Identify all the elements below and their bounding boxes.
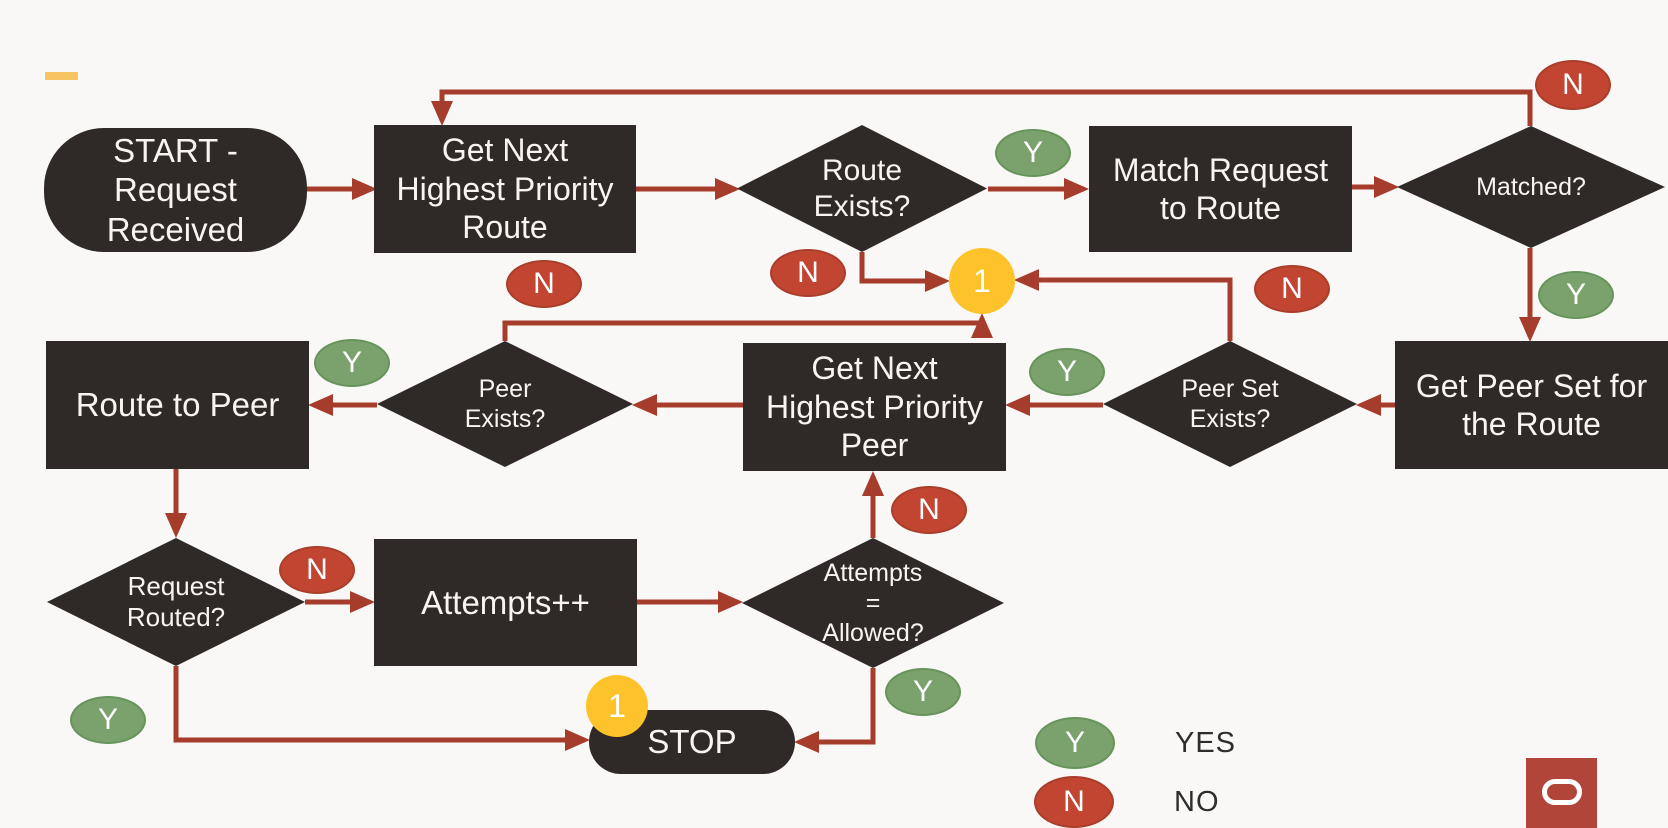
get-peer-set-process: Get Peer Set for the Route [1395,341,1668,469]
peer-set-no-to-connector [1014,269,1233,341]
legend-yes-label: YES [1175,726,1237,759]
matched-yes-badge: Y [1538,271,1614,319]
get-next-route-no-badge: N [506,260,582,308]
legend-yes-oval: Y [1035,717,1115,769]
route-to-peer-process: Route to Peer [46,341,309,469]
legend-no-oval: N [1034,776,1114,828]
legend-no-symbol: N [1063,785,1085,818]
attempts-allowed-no-badge: N [891,486,967,534]
accent-dash [45,72,78,80]
connector-1-top: 1 [949,248,1015,314]
peer-exists-no-to-connector [502,313,993,341]
oracle-logo [1526,758,1597,828]
edges-group [165,89,1542,754]
attempts-allowed-yes-badge: Y [885,668,961,716]
matched-no-badge: N [1535,60,1611,110]
request-routed-no-badge: N [279,546,355,594]
peer-set-no-badge: N [1254,265,1330,313]
request-routed-yes-badge: Y [70,696,146,744]
peer-set-yes-badge: Y [1029,348,1105,396]
legend-row-no: N NO [1034,776,1220,828]
connector-1-stop: 1 [586,675,648,737]
get-next-route-process: Get Next Highest Priority Route [374,125,636,253]
allowed-yes-to-stop [794,668,876,754]
legend-row-yes: Y YES [1035,717,1236,769]
attempts-increment-process: Attempts++ [374,539,637,666]
route-exists-no-badge: N [770,249,846,297]
match-request-process: Match Request to Route [1089,126,1352,252]
legend-yes-symbol: Y [1064,726,1085,759]
route-exists-no-to-connector [859,252,950,292]
start-terminator: START - Request Received [44,128,307,252]
request-routed-yes-to-stop [173,666,590,751]
oracle-o-icon [1541,779,1582,805]
get-next-peer-process: Get Next Highest Priority Peer [743,343,1006,471]
legend-no-label: NO [1174,785,1220,818]
route-exists-yes-badge: Y [995,129,1071,177]
peer-exists-yes-badge: Y [314,339,390,387]
matched-no-loop [431,89,1533,126]
